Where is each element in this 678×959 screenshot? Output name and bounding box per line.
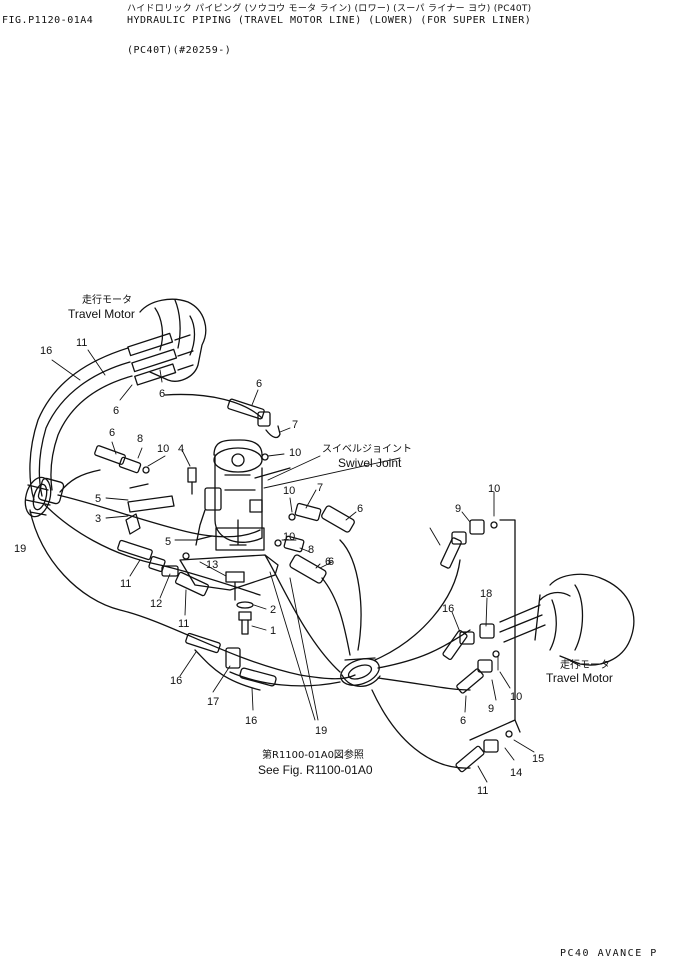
callout: 6 <box>357 503 363 515</box>
callout: 11 <box>178 618 189 630</box>
callout: 10 <box>283 531 295 543</box>
travel-motor-right-jp: 走行モータ <box>560 658 610 671</box>
swivel-joint-jp: スイベルジョイント <box>322 443 412 455</box>
swivel-joint <box>195 439 291 551</box>
callout: 10 <box>289 447 301 459</box>
callout: 8 <box>137 433 143 445</box>
callout: 5 <box>165 536 171 548</box>
callout: 3 <box>95 513 101 525</box>
center-hoses <box>194 539 362 691</box>
title-english: HYDRAULIC PIPING (TRAVEL MOTOR LINE) (LO… <box>127 15 532 26</box>
callout: 12 <box>150 598 162 610</box>
left-travel-motor <box>127 298 207 386</box>
callout: 9 <box>488 703 494 715</box>
callout: 6 <box>328 556 334 568</box>
see-fig-jp: 第R1100-01A0図参照 <box>262 748 364 761</box>
callout: 6 <box>109 427 115 439</box>
callout: 6 <box>325 556 331 568</box>
callout: 19 <box>14 543 26 555</box>
bolt-washer <box>236 601 254 635</box>
callout: 6 <box>256 378 262 390</box>
right-hose-bundle <box>371 559 471 769</box>
callout: 17 <box>207 696 219 708</box>
callout: 10 <box>283 485 295 497</box>
callout: 8 <box>308 544 314 556</box>
title-japanese: ハイドロリック パイピング (ソウコウ モータ ライン) (ロワー) (スーパ … <box>127 4 532 14</box>
callout: 11 <box>76 337 87 349</box>
callout: 16 <box>245 715 257 727</box>
callout: 10 <box>510 691 522 703</box>
leader-lines <box>51 349 581 783</box>
callout: 7 <box>292 419 298 431</box>
component-labels: 走行モータ Travel Motor スイベルジョイント Swivel Join… <box>68 293 613 777</box>
right-grommet <box>340 657 381 688</box>
callout: 7 <box>317 482 323 494</box>
callout: 6 <box>159 388 165 400</box>
mounting-bracket <box>179 554 279 601</box>
left-grommet <box>24 476 65 518</box>
plate-3 <box>125 483 213 541</box>
plug-4 <box>187 467 197 483</box>
callout: 1 <box>270 625 276 637</box>
right-travel-motor <box>499 573 635 666</box>
travel-motor-left-jp: 走行モータ <box>82 293 132 306</box>
right-pipes <box>469 519 521 741</box>
callout: 6 <box>460 715 466 727</box>
figure-code: FIG.P1120-01A4 <box>2 15 94 26</box>
part-callouts: 16 11 6 6 6 7 10 4 6 8 10 10 7 6 5 3 10 … <box>14 337 544 797</box>
callout: 15 <box>532 753 544 765</box>
callout: 13 <box>206 559 218 571</box>
callout: 6 <box>113 405 119 417</box>
callout: 10 <box>157 443 169 455</box>
swivel-joint-en: Swivel Joint <box>338 456 402 470</box>
callout: 5 <box>95 493 101 505</box>
travel-motor-right-en: Travel Motor <box>546 671 613 685</box>
callout: 16 <box>170 675 182 687</box>
callout: 14 <box>510 767 522 779</box>
callout: 11 <box>120 578 131 590</box>
right-fittings <box>440 519 513 773</box>
callout: 19 <box>315 725 327 737</box>
callout: 16 <box>40 345 52 357</box>
callout: 11 <box>477 785 488 797</box>
see-fig-en: See Fig. R1100-01A0 <box>258 763 373 777</box>
swivel-fittings <box>94 398 355 687</box>
model-serial-subtitle: (PC40T)(#20259-) <box>127 45 232 56</box>
callout: 9 <box>455 503 461 515</box>
callout: 16 <box>442 603 454 615</box>
travel-motor-left-en: Travel Motor <box>68 307 135 321</box>
footer-label: PC40 AVANCE P <box>560 948 658 959</box>
callout: 10 <box>488 483 500 495</box>
callout: 2 <box>270 604 276 616</box>
callout: 18 <box>480 588 492 600</box>
callout: 4 <box>178 443 184 455</box>
